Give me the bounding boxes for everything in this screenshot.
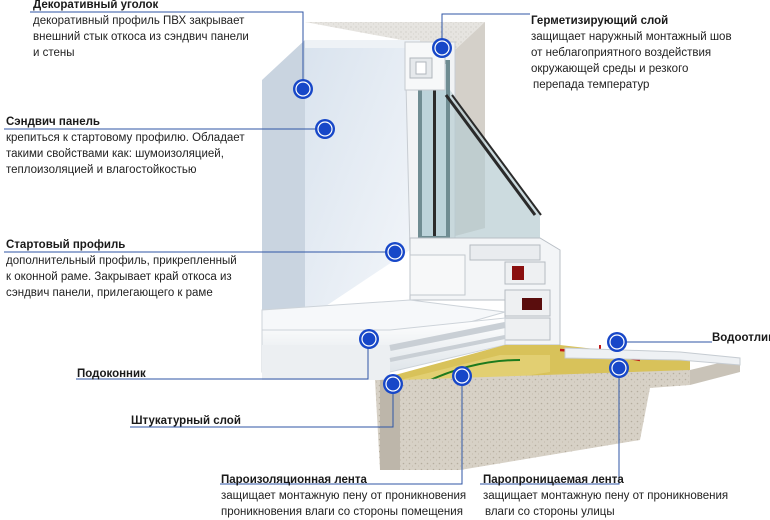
window-unit xyxy=(404,41,542,251)
callout-line: от неблагоприятного воздействия xyxy=(531,47,712,59)
concrete-base xyxy=(375,358,740,470)
marker-drip xyxy=(607,332,627,352)
callout-sandwich-panel: Сэндвич панель крепиться к стартовому пр… xyxy=(6,114,245,178)
callout-line: такими свойствами как: шумоизоляцией, xyxy=(6,148,224,160)
leader-sill xyxy=(76,340,369,380)
callout-title: Стартовый профиль xyxy=(6,239,126,251)
marker-plaster xyxy=(383,374,403,394)
callout-description: защищает монтажную пену от проникновения… xyxy=(483,488,728,520)
marker-decor-corner xyxy=(293,79,313,99)
callout-line: защищает монтажную пену от проникновения xyxy=(221,490,467,502)
leader-sealing-layer xyxy=(441,13,530,47)
callout-title: Водоотлив xyxy=(712,332,770,344)
callout-description: крепиться к стартовому профилю. Обладает… xyxy=(6,130,245,178)
marker-vapor-barrier xyxy=(452,366,472,386)
callout-start-profile: Стартовый профиль дополнительный профиль… xyxy=(6,237,237,301)
callout-decor-corner: Декоративный уголок декоративный профиль… xyxy=(33,0,249,61)
callout-description: защищает наружный монтажный шов от небла… xyxy=(531,29,732,93)
marker-sealing-layer xyxy=(432,38,452,58)
callout-vapor-barrier: Пароизоляционная лента защищает монтажну… xyxy=(221,472,466,520)
callout-line: теплоизоляцией и влагостойкостью xyxy=(6,164,197,176)
window-sill xyxy=(261,299,506,380)
leader-vapor-barrier xyxy=(220,377,463,485)
marker-vapor-permeable xyxy=(609,358,629,378)
slope-top-panel xyxy=(305,40,420,48)
callout-title: Сэндвич панель xyxy=(6,116,100,128)
window-frame-profile xyxy=(409,237,561,346)
leader-lines xyxy=(4,11,712,485)
callout-line: крепиться к стартовому профилю. Обладает xyxy=(6,132,245,144)
callout-line: защищает монтажную пену от проникновения xyxy=(483,490,729,502)
callout-title: Пароизоляционная лента xyxy=(221,474,367,486)
callout-description: защищает монтажную пену от проникновения… xyxy=(221,488,466,520)
callout-title: Декоративный уголок xyxy=(33,0,159,11)
marker-sill xyxy=(359,329,379,349)
callout-description: декоративный профиль ПВХ закрывает внешн… xyxy=(33,13,249,61)
leader-vapor-permeable xyxy=(480,369,620,485)
callout-title: Герметизирующий слой xyxy=(531,15,669,27)
callout-line: и стены xyxy=(33,47,75,59)
sandwich-panel-slope xyxy=(262,40,410,360)
callout-line: перепада температур xyxy=(533,79,650,91)
callout-vapor-permeable: Паропроницаемая лента защищает монтажную… xyxy=(483,472,728,520)
callout-line: влаги со стороны улицы xyxy=(485,506,615,518)
callout-line: сэндвич панели, прилегающего к раме xyxy=(6,287,213,299)
callout-sealing-layer: Герметизирующий слой защищает наружный м… xyxy=(531,13,732,93)
callout-line: к оконной раме. Закрывает край откоса из xyxy=(6,271,232,283)
callout-line: дополнительный профиль, прикрепленный xyxy=(6,255,237,267)
marker-sandwich-panel xyxy=(315,119,335,139)
callout-plaster: Штукатурный слой xyxy=(131,413,241,429)
callout-description: дополнительный профиль, прикрепленный к … xyxy=(6,253,237,301)
callout-line: внешний стык откоса из сэндвич панели xyxy=(33,31,249,43)
callout-line: декоративный профиль ПВХ закрывает xyxy=(33,15,245,27)
callout-drip: Водоотлив xyxy=(712,330,770,346)
leader-plaster xyxy=(130,385,394,428)
callout-title: Подоконник xyxy=(77,368,146,380)
marker-start-profile xyxy=(385,242,405,262)
leader-decor-corner xyxy=(30,11,304,88)
markers xyxy=(293,38,629,394)
callout-title: Штукатурный слой xyxy=(131,415,241,427)
callout-title: Паропроницаемая лента xyxy=(483,474,624,486)
callout-line: защищает наружный монтажный шов xyxy=(531,31,732,43)
callout-sill: Подоконник xyxy=(77,366,146,382)
drip-flashing xyxy=(564,347,741,366)
callout-line: окружающей среды и резкого xyxy=(531,63,689,75)
callout-line: проникновения влаги со стороны помещения xyxy=(221,506,463,518)
